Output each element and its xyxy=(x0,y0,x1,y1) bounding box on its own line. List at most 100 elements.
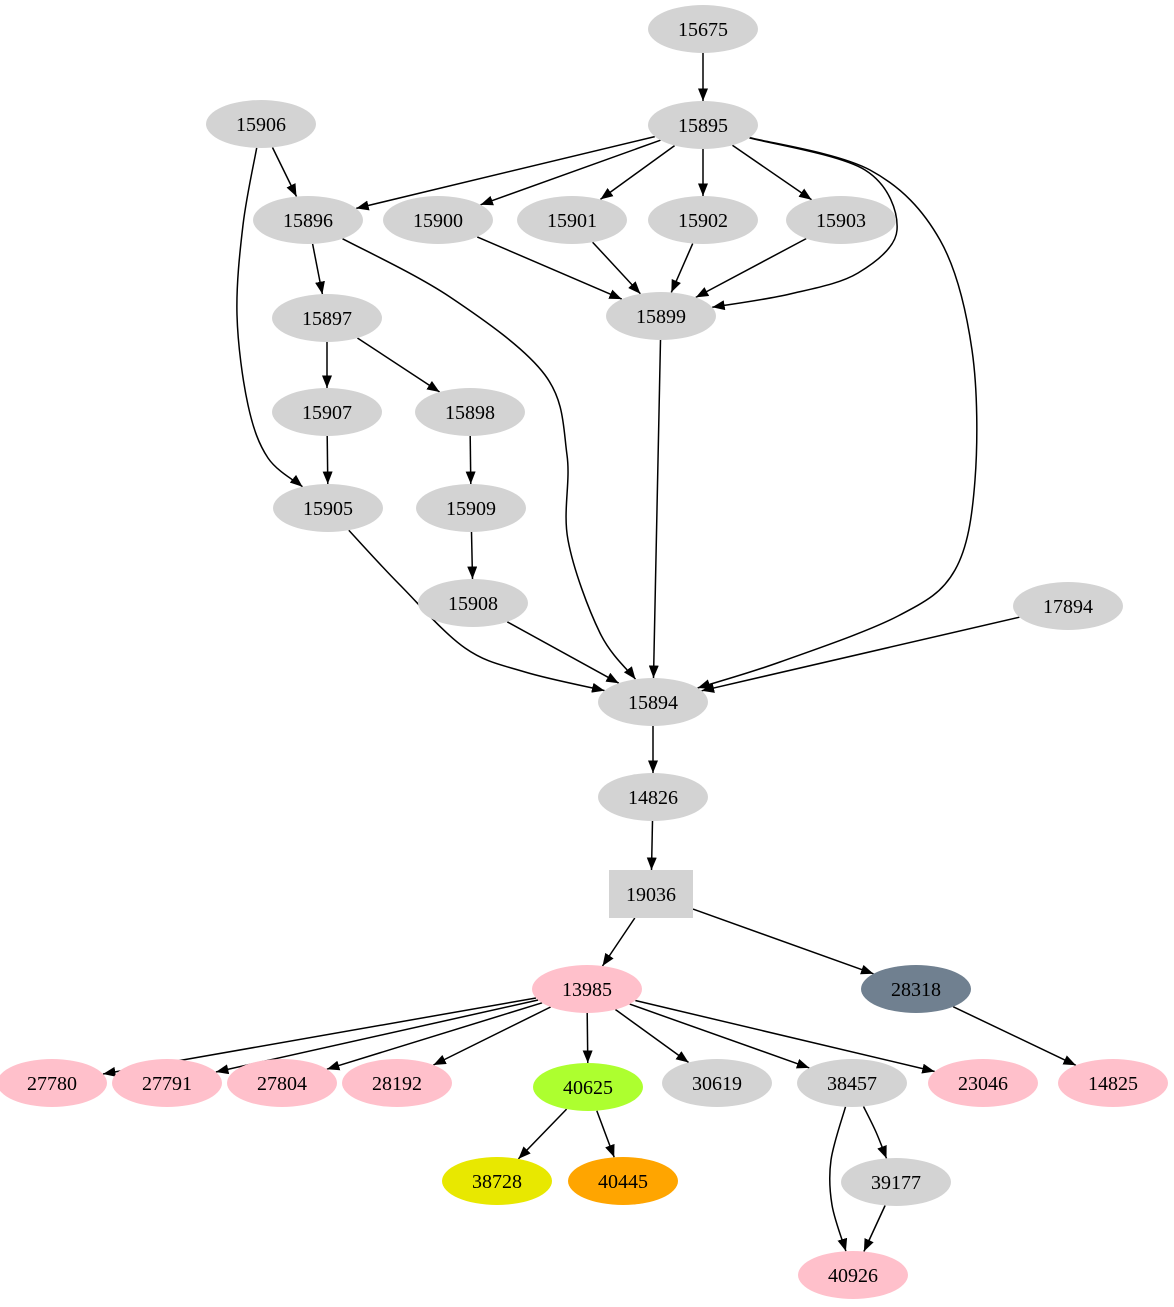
node-shape-ellipse xyxy=(272,294,382,342)
node-shape-ellipse xyxy=(648,196,758,244)
node-label: 38457 xyxy=(827,1073,877,1095)
edge-13985-30619 xyxy=(614,1008,690,1064)
node-14825: 14825 xyxy=(1058,1059,1168,1107)
node-13985: 13985 xyxy=(532,965,642,1013)
node-14826: 14826 xyxy=(598,773,708,821)
node-shape-ellipse xyxy=(606,292,716,340)
node-15900: 15900 xyxy=(383,196,493,244)
edge-39177-40926 xyxy=(863,1205,886,1252)
edge-38457-40926 xyxy=(828,1106,848,1252)
node-label: 15906 xyxy=(236,114,286,136)
node-23046: 23046 xyxy=(928,1059,1038,1107)
node-label: 15905 xyxy=(303,498,353,520)
node-label: 27791 xyxy=(142,1073,192,1095)
node-shape-ellipse xyxy=(861,965,971,1013)
node-shape-ellipse xyxy=(532,965,642,1013)
node-shape-ellipse xyxy=(273,484,383,532)
node-label: 15907 xyxy=(302,402,352,424)
node-15895: 15895 xyxy=(648,101,758,149)
node-shape-ellipse xyxy=(786,196,896,244)
node-27780: 27780 xyxy=(0,1059,107,1107)
edge-38457-39177 xyxy=(862,1106,888,1159)
node-shape-ellipse xyxy=(568,1157,678,1205)
node-label: 28318 xyxy=(891,979,941,1001)
edge-15895-15896 xyxy=(356,135,655,211)
node-27804: 27804 xyxy=(227,1059,337,1107)
node-shape-ellipse xyxy=(598,773,708,821)
node-40445: 40445 xyxy=(568,1157,678,1205)
node-15903: 15903 xyxy=(786,196,896,244)
node-shape-ellipse xyxy=(648,5,758,53)
edge-15895-15899 xyxy=(712,137,898,311)
node-label: 40445 xyxy=(598,1171,648,1193)
node-label: 15898 xyxy=(445,402,495,424)
node-shape-ellipse xyxy=(227,1059,337,1107)
node-shape-ellipse xyxy=(442,1157,552,1205)
node-label: 40926 xyxy=(828,1265,878,1287)
node-label: 23046 xyxy=(958,1073,1008,1095)
node-shape-ellipse xyxy=(662,1059,772,1107)
node-label: 28192 xyxy=(372,1073,422,1095)
node-label: 38728 xyxy=(472,1171,522,1193)
node-label: 13985 xyxy=(562,979,612,1001)
node-shape-ellipse xyxy=(206,100,316,148)
node-shape-ellipse xyxy=(253,196,363,244)
edge-15895-15901 xyxy=(599,144,676,201)
node-30619: 30619 xyxy=(662,1059,772,1107)
edge-13985-28192 xyxy=(433,1006,551,1066)
node-label: 15908 xyxy=(448,593,498,615)
node-shape-ellipse xyxy=(416,484,526,532)
edge-15906-15896 xyxy=(271,147,298,197)
node-label: 14825 xyxy=(1088,1073,1138,1095)
edge-15895-15900 xyxy=(480,139,661,206)
edge-15900-15899 xyxy=(476,236,623,300)
node-15908: 15908 xyxy=(418,579,528,627)
node-15906: 15906 xyxy=(206,100,316,148)
edge-15901-15899 xyxy=(592,241,641,295)
node-label: 15901 xyxy=(547,210,597,232)
node-28318: 28318 xyxy=(861,965,971,1013)
edge-15899-15894 xyxy=(648,339,662,679)
node-shape-ellipse xyxy=(342,1059,452,1107)
node-40625: 40625 xyxy=(533,1063,643,1111)
node-15901: 15901 xyxy=(517,196,627,244)
edge-15895-15903 xyxy=(731,144,813,201)
edge-15896-15894 xyxy=(342,238,637,680)
node-19036: 19036 xyxy=(609,870,693,918)
node-17894: 17894 xyxy=(1013,582,1123,630)
node-shape-ellipse xyxy=(517,196,627,244)
node-15909: 15909 xyxy=(416,484,526,532)
edge-15896-15897 xyxy=(311,243,325,295)
node-shape-ellipse xyxy=(418,579,528,627)
node-label: 19036 xyxy=(626,884,676,906)
node-shape-ellipse xyxy=(383,196,493,244)
edge-15909-15908 xyxy=(467,531,478,580)
edges-layer xyxy=(102,53,1077,1252)
node-shape-ellipse xyxy=(797,1059,907,1107)
edge-13985-40625 xyxy=(582,1012,593,1064)
edge-15895-15894 xyxy=(697,136,978,689)
edge-28318-14825 xyxy=(952,1006,1077,1066)
edge-40625-38728 xyxy=(517,1108,568,1160)
node-shape-ellipse xyxy=(272,388,382,436)
edge-15897-15898 xyxy=(356,337,441,393)
node-shape-ellipse xyxy=(0,1059,107,1107)
node-shape-ellipse xyxy=(648,101,758,149)
node-label: 27804 xyxy=(257,1073,307,1095)
node-label: 15903 xyxy=(816,210,866,232)
node-label: 15899 xyxy=(636,306,686,328)
node-label: 14826 xyxy=(628,787,678,809)
node-label: 17894 xyxy=(1043,596,1093,618)
node-shape-ellipse xyxy=(112,1059,222,1107)
node-15894: 15894 xyxy=(598,678,708,726)
node-label: 30619 xyxy=(692,1073,742,1095)
node-label: 15909 xyxy=(446,498,496,520)
node-label: 15896 xyxy=(283,210,333,232)
node-label: 39177 xyxy=(871,1172,921,1194)
node-15898: 15898 xyxy=(415,388,525,436)
node-38728: 38728 xyxy=(442,1157,552,1205)
node-label: 40625 xyxy=(563,1077,613,1099)
node-label: 15900 xyxy=(413,210,463,232)
node-label: 27780 xyxy=(27,1073,77,1095)
